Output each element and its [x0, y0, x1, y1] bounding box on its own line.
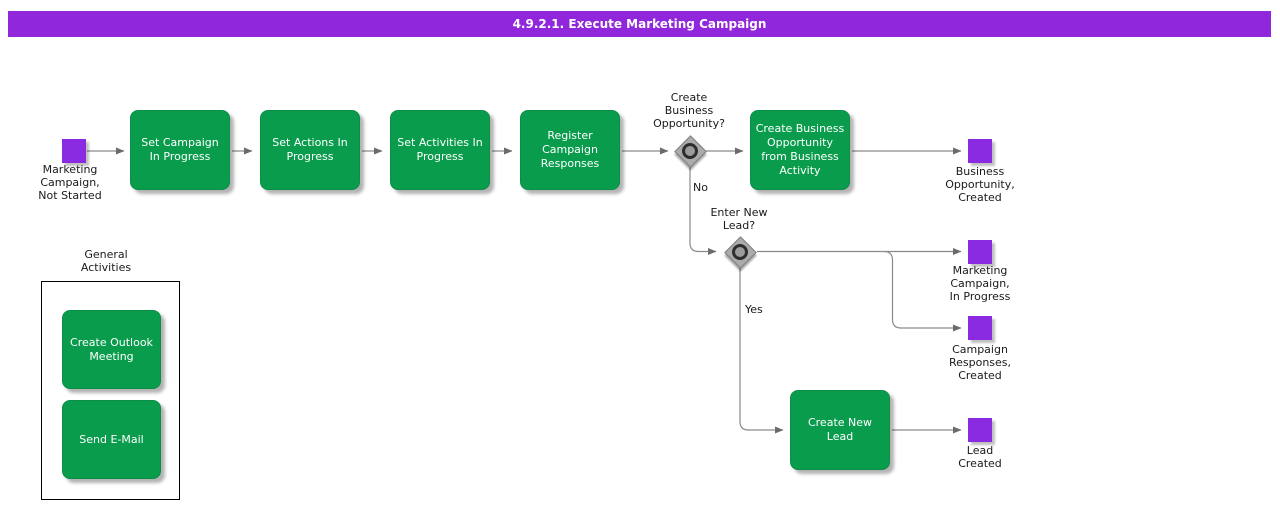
activity-send-email-label: Send E-Mail	[79, 432, 144, 446]
gateway-question-enter-new-lead: Enter New Lead?	[710, 206, 768, 232]
flow-gateway1-no-to-gateway2	[689, 167, 717, 255]
diagram-title: 4.9.2.1. Execute Marketing Campaign	[512, 17, 767, 31]
gateway-enter-new-lead[interactable]	[724, 236, 757, 269]
diagram-title-bar: 4.9.2.1. Execute Marketing Campaign	[8, 11, 1271, 37]
edge-label-yes: Yes	[745, 303, 763, 316]
end-event-campaign-responses-created[interactable]	[968, 316, 992, 340]
activity-register-responses-label: Register Campaign Responses	[540, 129, 600, 170]
activity-set-campaign-label: Set Campaign In Progress	[141, 136, 219, 163]
end-event-marketing-campaign-in-progress[interactable]	[968, 240, 992, 264]
activity-set-campaign-in-progress[interactable]: Set Campaign In Progress	[130, 110, 230, 190]
activity-create-outlook-meeting-label: Create Outlook Meeting	[70, 335, 153, 363]
end-event-lead-created[interactable]	[968, 418, 992, 442]
general-activities-box: Create Outlook Meeting Send E-Mail	[41, 281, 180, 500]
activity-set-actions-label: Set Actions In Progress	[272, 136, 348, 163]
activity-set-actions-in-progress[interactable]: Set Actions In Progress	[260, 110, 360, 190]
gateway-create-business-opportunity[interactable]	[674, 135, 707, 168]
edge-label-no: No	[693, 181, 708, 194]
flow-branch-to-responses-created	[883, 250, 962, 332]
general-activities-title: General Activities	[80, 248, 132, 274]
gateway-ring-icon	[732, 244, 748, 260]
end-event-business-opportunity-created[interactable]	[968, 139, 992, 163]
activity-set-activities-in-progress[interactable]: Set Activities In Progress	[390, 110, 490, 190]
activity-send-email[interactable]: Send E-Mail	[62, 400, 161, 479]
activity-create-business-opportunity[interactable]: Create Business Opportunity from Busines…	[750, 110, 850, 190]
flow-gateway2-yes-to-create-lead	[739, 267, 784, 434]
end-event-label-marketing-campaign-in-progress: Marketing Campaign, In Progress	[949, 264, 1011, 303]
activity-create-new-lead-label: Create New Lead	[807, 416, 873, 443]
gateway-question-create-business-opportunity: Create Business Opportunity?	[653, 91, 725, 130]
end-event-label-campaign-responses-created: Campaign Responses, Created	[948, 343, 1012, 382]
activity-create-outlook-meeting[interactable]: Create Outlook Meeting	[62, 310, 161, 389]
activity-register-campaign-responses[interactable]: Register Campaign Responses	[520, 110, 620, 190]
activity-set-activities-label: Set Activities In Progress	[397, 136, 483, 163]
activity-create-business-opportunity-label: Create Business Opportunity from Busines…	[755, 122, 845, 177]
gateway-ring-icon	[682, 143, 698, 159]
activity-create-new-lead[interactable]: Create New Lead	[790, 390, 890, 470]
end-event-label-lead-created: Lead Created	[958, 444, 1002, 470]
start-event-marketing-campaign-not-started[interactable]	[62, 139, 86, 163]
start-event-label: Marketing Campaign, Not Started	[38, 163, 102, 202]
end-event-label-business-opportunity-created: Business Opportunity, Created	[945, 165, 1015, 204]
